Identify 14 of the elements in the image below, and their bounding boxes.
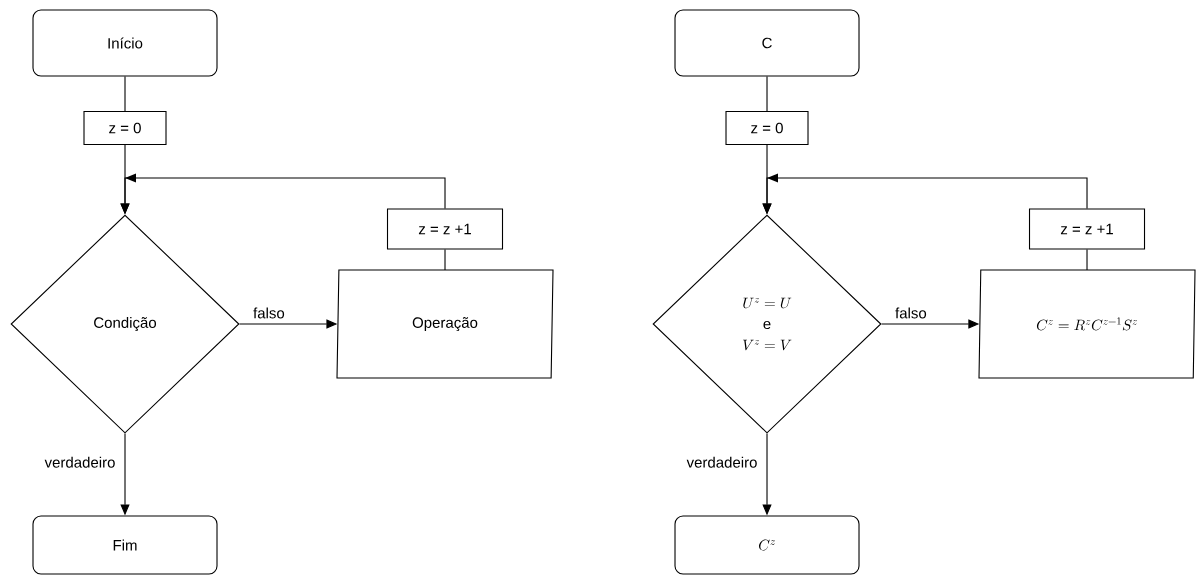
process-box: z = z +1 [386, 208, 504, 250]
edge-label: falso [894, 306, 928, 320]
start-box: Início [32, 9, 218, 77]
edge-label: verdadeiro [685, 455, 759, 469]
start-box: C [674, 9, 860, 77]
end-box: Fim [32, 515, 218, 575]
operation-parallelogram: Operação [336, 269, 554, 379]
process-box: z = 0 [83, 110, 167, 146]
edge-label: falso [252, 306, 286, 320]
operation-parallelogram: $C^{z} = R^{z} C^{z-1} S^{z}$ [978, 269, 1196, 379]
process-box: z = 0 [725, 110, 809, 146]
edge-label: verdadeiro [43, 455, 117, 469]
end-box: $C^{z}$ [674, 515, 860, 575]
process-box: z = z +1 [1028, 208, 1146, 250]
